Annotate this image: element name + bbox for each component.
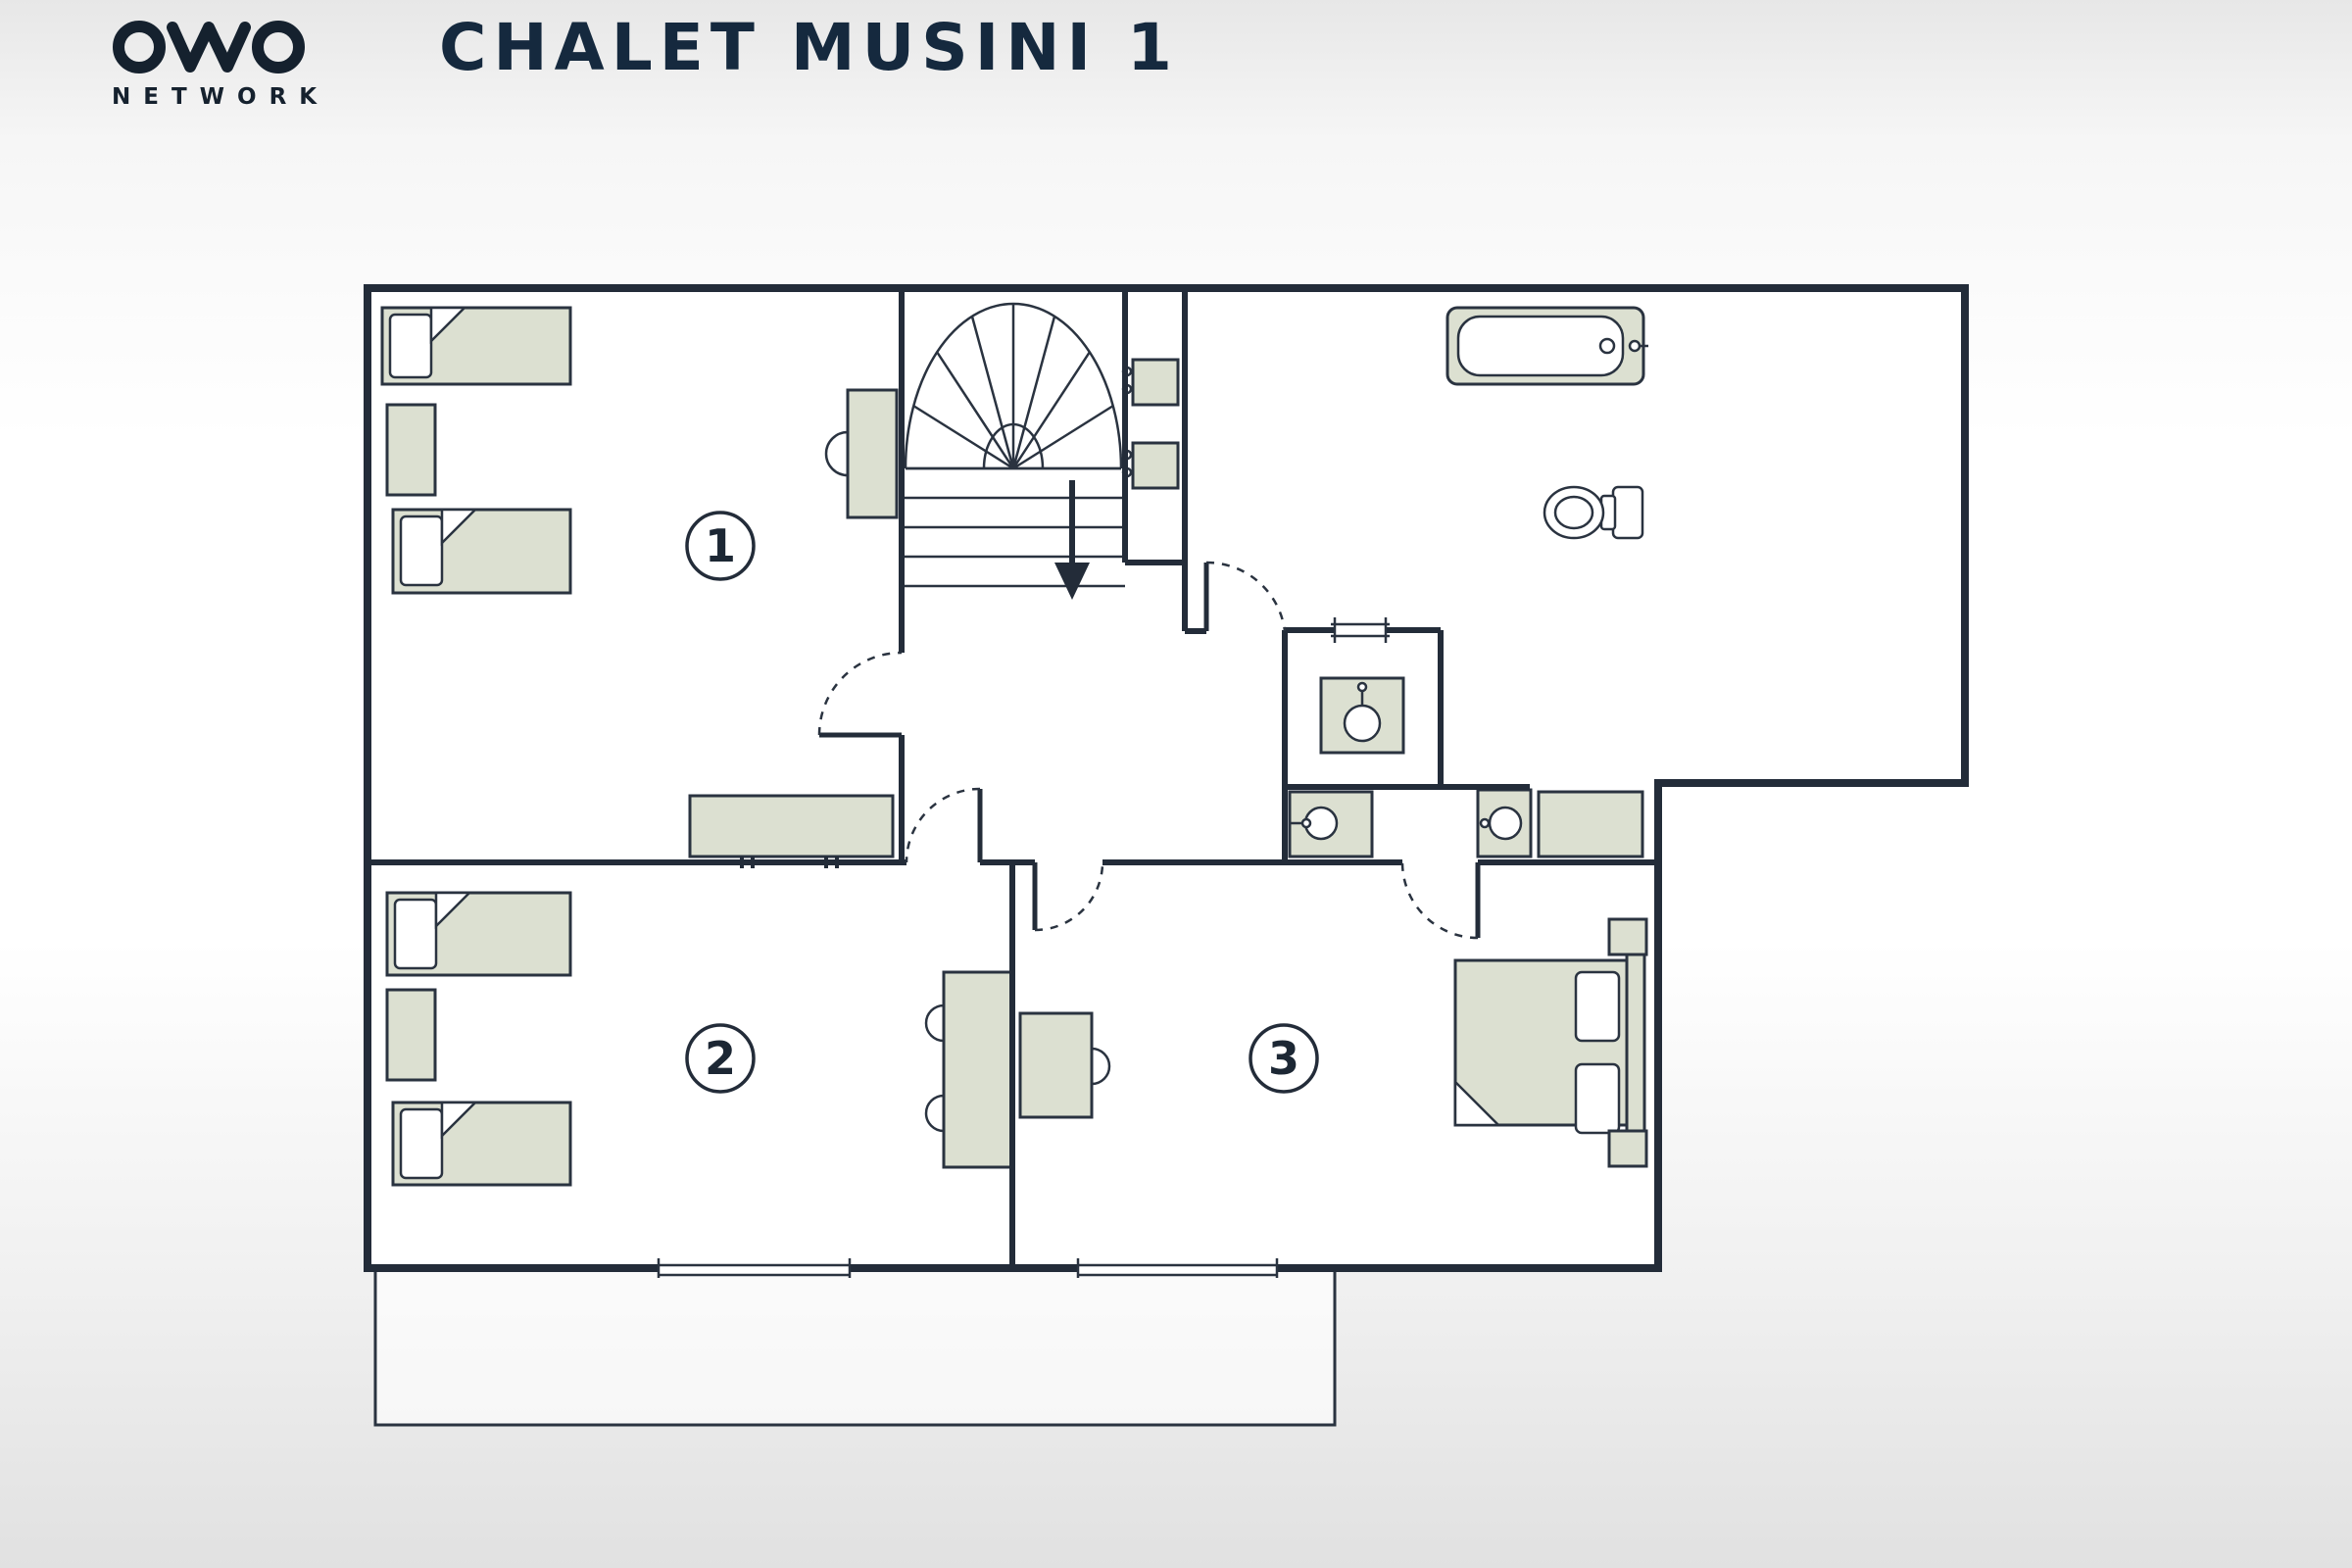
nightstand-icon [1607,917,1648,956]
nightstand-icon [385,988,437,1082]
page-title: CHALET MUSINI 1 [439,10,1179,85]
room-label-1: 1 [685,511,756,581]
room-number: 2 [705,1032,736,1085]
bedroom-2-furniture [385,891,1014,1187]
bedroom-1-furniture [380,306,899,868]
opening-icon [1331,617,1390,643]
stool-icon [824,430,849,477]
bathroom-cupboard [1537,790,1644,858]
washbasin-icon [1319,676,1405,755]
double-bed-icon [1453,951,1646,1135]
toilet-icon [1543,485,1644,540]
room-number: 1 [705,519,736,572]
shower-icon [1288,790,1374,858]
stairs-down-arrow-icon [1054,480,1090,600]
house-floor [368,288,1965,1268]
window-icon [1076,1258,1279,1278]
window-icon [657,1258,852,1278]
door-swing-icon [1032,861,1104,932]
chair-icon [924,1094,945,1133]
door-swing-icon [1203,561,1287,632]
washbasin-icon [1476,788,1533,858]
bedroom-3-furniture [1018,917,1648,1168]
desk-icon [924,970,1014,1169]
walls [364,284,1969,1272]
door-swing-icon [817,651,903,738]
bathroom-furniture [1288,306,1648,858]
room-label-2: 2 [685,1023,756,1094]
single-bed-icon [391,1101,572,1187]
nightstand-icon [385,403,437,497]
single-bed-icon [380,306,572,386]
desk-icon [1018,1011,1111,1119]
ovo-network-logo: OVO NETWORK [110,16,329,110]
console-table-icon [688,794,895,868]
stairs-icon [902,302,1125,600]
logo-subtitle: NETWORK [112,84,330,110]
chair-icon [924,1004,945,1043]
logo-mark-icon [113,21,305,74]
room-number: 3 [1268,1032,1299,1085]
terrace-icon [373,1266,1337,1427]
door-swing-icon [1400,861,1481,940]
nightstand-icon [1607,1129,1648,1168]
door-swing-icon [905,787,983,863]
dresser-icon [846,388,899,519]
bathtub-icon [1446,306,1648,386]
room-label-3: 3 [1249,1023,1319,1094]
doors [817,561,1481,940]
single-bed-icon [391,508,572,595]
single-bed-icon [385,891,572,977]
towel-radiator-icon [1121,358,1180,407]
chair-icon [1091,1047,1111,1086]
